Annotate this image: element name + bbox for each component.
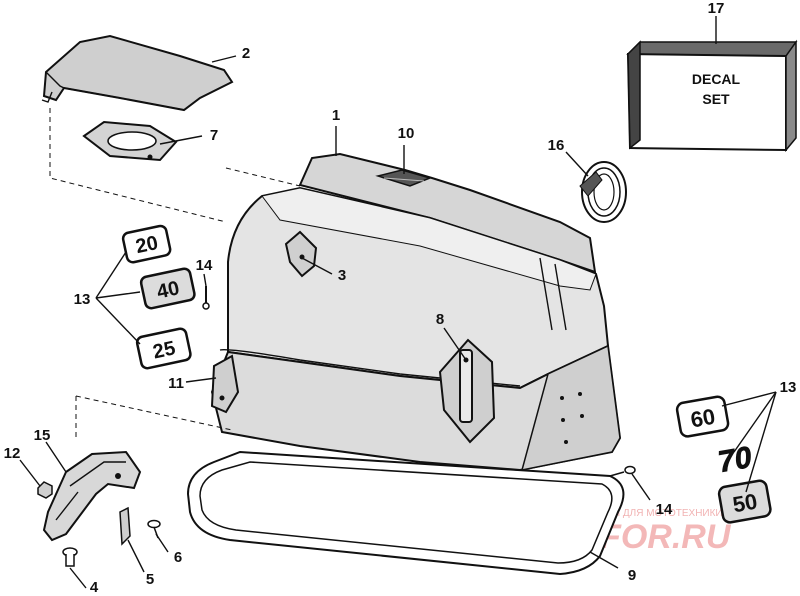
callout-14-left: 14 [196,257,213,274]
callout-8: 8 [436,311,444,328]
gasket-plate-part [82,120,178,162]
decal-badge-right-3-text: 50 [731,489,759,518]
callout-2: 2 [242,45,250,62]
callout-labels: 1 2 3 4 5 6 7 8 9 10 11 12 13 13 14 14 1… [4,0,797,596]
nut-part [37,481,53,499]
guide-line-top [49,108,227,223]
decal-badge-right-1: 60 [675,395,730,438]
decal-box-label-line2: SET [702,91,730,107]
callout-13-right: 13 [780,379,797,396]
callout-4: 4 [90,579,99,596]
callout-5: 5 [146,571,154,588]
cord-roll-part [579,161,627,223]
motor-cover-part [210,152,622,472]
decal-badge-left-2: 40 [139,267,196,310]
callout-6: 6 [174,549,182,566]
callout-12: 12 [4,445,21,462]
decal-badge-right-2-text: 70 [716,441,755,479]
mounting-bracket-part [42,450,142,542]
clip-part [119,506,131,546]
guide-line-cover [225,167,301,187]
callout-11: 11 [168,375,184,392]
side-bracket-part [210,354,240,414]
vent-grille-part [375,169,433,187]
small-screw-part [147,519,161,539]
decal-badge-left-3-text: 25 [151,337,177,363]
decal-badge-right-3: 50 [717,479,772,524]
decal-badge-left-3: 25 [135,327,192,370]
decal-badge-left-2-text: 40 [155,277,181,303]
decal-badge-left-1-text: 20 [134,232,160,258]
callout-13-left: 13 [74,291,91,308]
screw-right-part [609,465,636,477]
latch-handle-part [438,338,496,444]
latch-plate-part [284,230,318,278]
guide-line-bracket [75,395,233,438]
decal-box-label-line1: DECAL [692,71,741,87]
callout-1: 1 [332,107,340,124]
top-cover-part [41,34,234,112]
seal-ring-part [186,450,625,576]
decal-set-box-part: DECAL SET [626,39,798,153]
decal-badge-right-2: 70 [715,440,755,479]
callout-9: 9 [628,567,636,584]
callout-10: 10 [398,125,415,142]
leader-lines [19,16,777,589]
screw-left-part [202,286,210,310]
decal-badge-right-1-text: 60 [689,404,717,433]
callout-16: 16 [548,137,565,154]
callout-15: 15 [34,427,51,444]
callout-3: 3 [338,267,346,284]
decal-badge-left-1: 20 [121,224,172,264]
vent-holes [560,392,584,444]
callout-17: 17 [708,0,725,17]
callout-7: 7 [210,127,218,144]
callout-14-right: 14 [656,501,673,518]
fastener-part [62,547,78,567]
